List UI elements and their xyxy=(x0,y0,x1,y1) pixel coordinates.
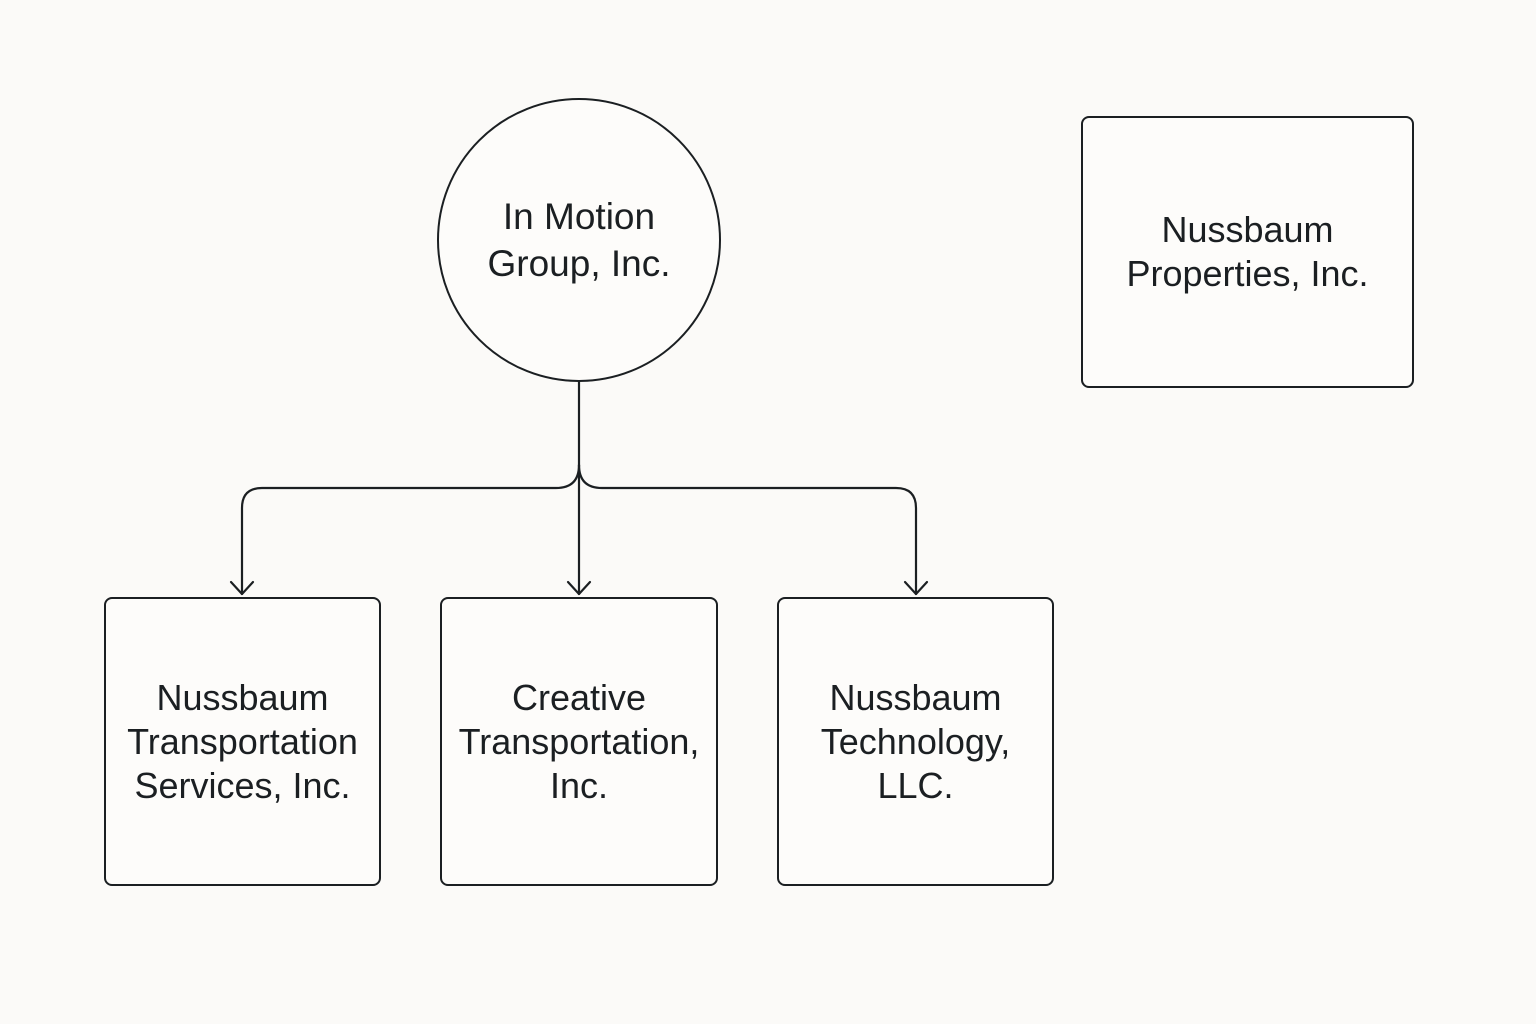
edge-root-to-nts xyxy=(240,463,581,596)
node-nussbaum-transportation-services[interactable]: Nussbaum Transportation Services, Inc. xyxy=(104,597,381,886)
node-creative-transportation[interactable]: Creative Transportation, Inc. xyxy=(440,597,718,886)
node-label: In Motion Group, Inc. xyxy=(487,196,671,284)
node-nussbaum-properties[interactable]: Nussbaum Properties, Inc. xyxy=(1081,116,1414,388)
node-nussbaum-technology[interactable]: Nussbaum Technology, LLC. xyxy=(777,597,1054,886)
node-label: Nussbaum Transportation Services, Inc. xyxy=(127,676,358,806)
node-label: Nussbaum Technology, LLC. xyxy=(820,676,1011,806)
arrowhead-cti xyxy=(566,580,592,596)
edge-root-to-tech xyxy=(577,463,918,596)
node-label: Nussbaum Properties, Inc. xyxy=(1126,209,1369,294)
arrowhead-nts xyxy=(229,580,255,596)
arrowhead-tech xyxy=(903,580,929,596)
node-label: Creative Transportation, Inc. xyxy=(458,676,700,806)
node-in-motion-group[interactable]: In Motion Group, Inc. xyxy=(437,98,721,382)
